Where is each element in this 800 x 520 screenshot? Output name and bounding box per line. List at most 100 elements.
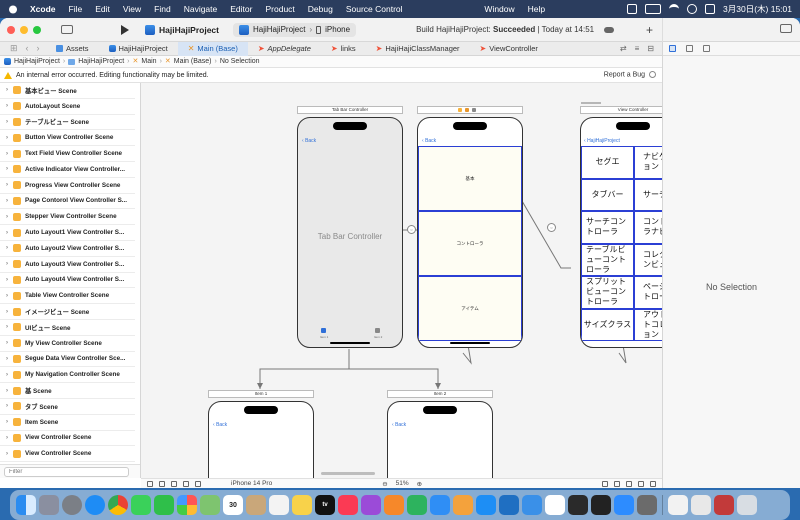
back-icon[interactable]: ‹ — [25, 43, 29, 53]
file-inspector-icon[interactable] — [669, 45, 676, 52]
outline-scene-row[interactable]: ›Page Contorol View Controller S... — [0, 194, 135, 210]
dark-mode-icon[interactable] — [171, 480, 177, 487]
outline-scene-row[interactable]: ›Button View Controller Scene — [0, 130, 135, 147]
scheme-selector[interactable]: HajiHajiProject › iPhone — [233, 22, 357, 37]
menu-view[interactable]: View — [122, 4, 142, 14]
photos-icon[interactable] — [177, 495, 197, 515]
numbers-icon[interactable] — [407, 495, 427, 515]
minimize-button[interactable] — [20, 25, 28, 34]
breadcrumb-item[interactable]: Main (Base) — [173, 58, 212, 65]
horizontal-scrollbar[interactable] — [321, 472, 375, 475]
quick-help-icon[interactable] — [703, 45, 710, 52]
control-center-icon[interactable] — [705, 4, 716, 14]
breadcrumb-item[interactable]: HajiHajiProject — [78, 58, 125, 65]
outline-scene-row[interactable]: ›View Controller Scene — [0, 431, 135, 447]
grid-button[interactable]: サーチコントローラ — [581, 211, 634, 244]
device-config-icon[interactable] — [195, 480, 201, 487]
tab-hajihaji-class-manager[interactable]: ➤ HajiHajiClassManager — [375, 44, 460, 53]
appearance-icon[interactable] — [159, 480, 165, 487]
update-frames-icon[interactable] — [602, 480, 608, 487]
outline-scene-row[interactable]: ›テーブルビュー Scene — [0, 115, 135, 131]
maps-icon[interactable] — [200, 495, 220, 515]
item1-scene-title[interactable]: Item 1 — [208, 390, 314, 398]
grid-button[interactable]: サーチ — [634, 178, 662, 211]
add-constraints-icon[interactable] — [638, 480, 644, 487]
disclosure-triangle-icon[interactable]: › — [6, 324, 8, 331]
messages-icon[interactable] — [131, 495, 151, 515]
vscode-icon[interactable] — [499, 495, 519, 515]
outline-scene-row[interactable]: ›Progress View Controller Scene — [0, 178, 135, 194]
trash-icon[interactable] — [737, 495, 757, 515]
outline-scene-row[interactable]: ›イメージビュー Scene — [0, 304, 135, 320]
facetime-icon[interactable] — [154, 495, 174, 515]
align-icon[interactable] — [626, 480, 632, 487]
zoom-in-icon[interactable]: ⊕ — [416, 480, 423, 488]
vc-grid-device[interactable]: ‹ HajiHajiProject セグエナビゲーションタブバーサーチサーチコン… — [580, 117, 662, 348]
contacts-icon[interactable] — [246, 495, 266, 515]
split-editor-icon[interactable]: ⊟ — [647, 44, 654, 53]
tab-assets[interactable]: Assets — [46, 42, 99, 56]
menu-clock[interactable]: 3月30日(木) 15:01 — [723, 4, 792, 14]
item2-scene-title[interactable]: Item 2 — [387, 390, 493, 398]
bluetooth-icon[interactable] — [627, 4, 638, 14]
nav-scene-title[interactable] — [417, 106, 523, 114]
screenshot-icon[interactable] — [637, 495, 657, 515]
menu-editor[interactable]: Editor — [230, 4, 253, 14]
report-bug-button[interactable]: Report a Bug — [604, 71, 656, 79]
nav-blocks-device[interactable]: ‹ Back 基本 コントローラ アイテム — [417, 117, 523, 348]
grid-button[interactable]: スプリットビューコントローラ — [581, 276, 634, 309]
disclosure-triangle-icon[interactable]: › — [6, 166, 8, 173]
outline-scene-row[interactable]: ›Auto Layout1 View Controller S... — [0, 225, 135, 241]
device-selector[interactable]: iPhone 14 Pro — [231, 480, 273, 487]
menu-product[interactable]: Product — [265, 4, 295, 14]
appletv-icon[interactable]: tv — [315, 495, 335, 515]
chrome-icon[interactable] — [108, 495, 128, 515]
grid-button[interactable]: アウトレットコレクション — [634, 308, 662, 341]
disclosure-triangle-icon[interactable]: › — [6, 387, 8, 394]
resolve-issues-icon[interactable] — [650, 480, 656, 487]
outline-scene-row[interactable]: ›AutoLayout Scene — [0, 99, 135, 115]
menu-find[interactable]: Find — [154, 4, 171, 14]
disclosure-triangle-icon[interactable]: › — [6, 308, 8, 315]
outline-scene-row[interactable]: ›Text Field View Controller Scene — [0, 146, 135, 162]
zoom-app-icon[interactable] — [614, 495, 634, 515]
finder-icon[interactable] — [16, 495, 36, 515]
outline-scene-row[interactable]: ›Item Scene — [0, 415, 135, 431]
launchpad-icon[interactable] — [39, 495, 59, 515]
disclosure-triangle-icon[interactable]: › — [6, 450, 8, 457]
grid-button[interactable]: ページコントローラ — [634, 276, 662, 309]
input-method-icon[interactable] — [714, 495, 734, 515]
outline-scene-row[interactable]: ›タブ Scene — [0, 399, 135, 415]
grid-button[interactable]: サイズクラス — [581, 308, 634, 341]
disclosure-triangle-icon[interactable]: › — [6, 182, 8, 189]
xcode-icon[interactable] — [522, 495, 542, 515]
wifi-icon[interactable] — [669, 4, 680, 14]
outline-scene-row[interactable]: ›View Controller Scene — [0, 446, 135, 463]
grid-button[interactable]: タブバー — [581, 178, 634, 211]
outline-scene-row[interactable]: ›Active Indicator View Controller... — [0, 162, 135, 178]
pages-icon[interactable] — [453, 495, 473, 515]
navigator-toggle-icon[interactable] — [61, 25, 73, 34]
embed-in-icon[interactable] — [614, 480, 620, 487]
menu-help[interactable]: Help — [527, 4, 546, 14]
battery-icon[interactable] — [645, 4, 662, 14]
textedit-icon[interactable] — [668, 495, 688, 515]
block-kihon[interactable]: 基本 — [418, 146, 522, 211]
grid-button[interactable]: コレクションビュー — [634, 243, 662, 276]
build-status[interactable]: Build HajiHajiProject: Succeeded | Today… — [416, 25, 594, 34]
tab-appdelegate[interactable]: ➤ AppDelegate — [257, 44, 311, 53]
outline-scene-row[interactable]: ›Stepper View Controller Scene — [0, 209, 135, 226]
disclosure-triangle-icon[interactable]: › — [6, 371, 8, 378]
calendar-icon[interactable]: 30 — [223, 495, 243, 515]
cloud-icon[interactable] — [604, 26, 615, 33]
menu-app[interactable]: Xcode — [30, 4, 56, 14]
forward-icon[interactable]: › — [36, 43, 40, 53]
outline-scene-row[interactable]: ›My Navigation Controller Scene — [0, 367, 135, 384]
tab-bar-scene-title[interactable]: Tab Bar Controller — [297, 106, 403, 114]
storyboard-canvas[interactable]: Tab Bar Controller ‹ Back Tab Bar Contro… — [141, 83, 662, 478]
notes-icon[interactable] — [292, 495, 312, 515]
run-button[interactable] — [121, 24, 129, 35]
segue-icon[interactable]: ○ — [547, 223, 556, 232]
breadcrumb-item[interactable]: No Selection — [219, 58, 260, 65]
outline-scene-row[interactable]: ›Auto Layout2 View Controller S... — [0, 241, 135, 257]
